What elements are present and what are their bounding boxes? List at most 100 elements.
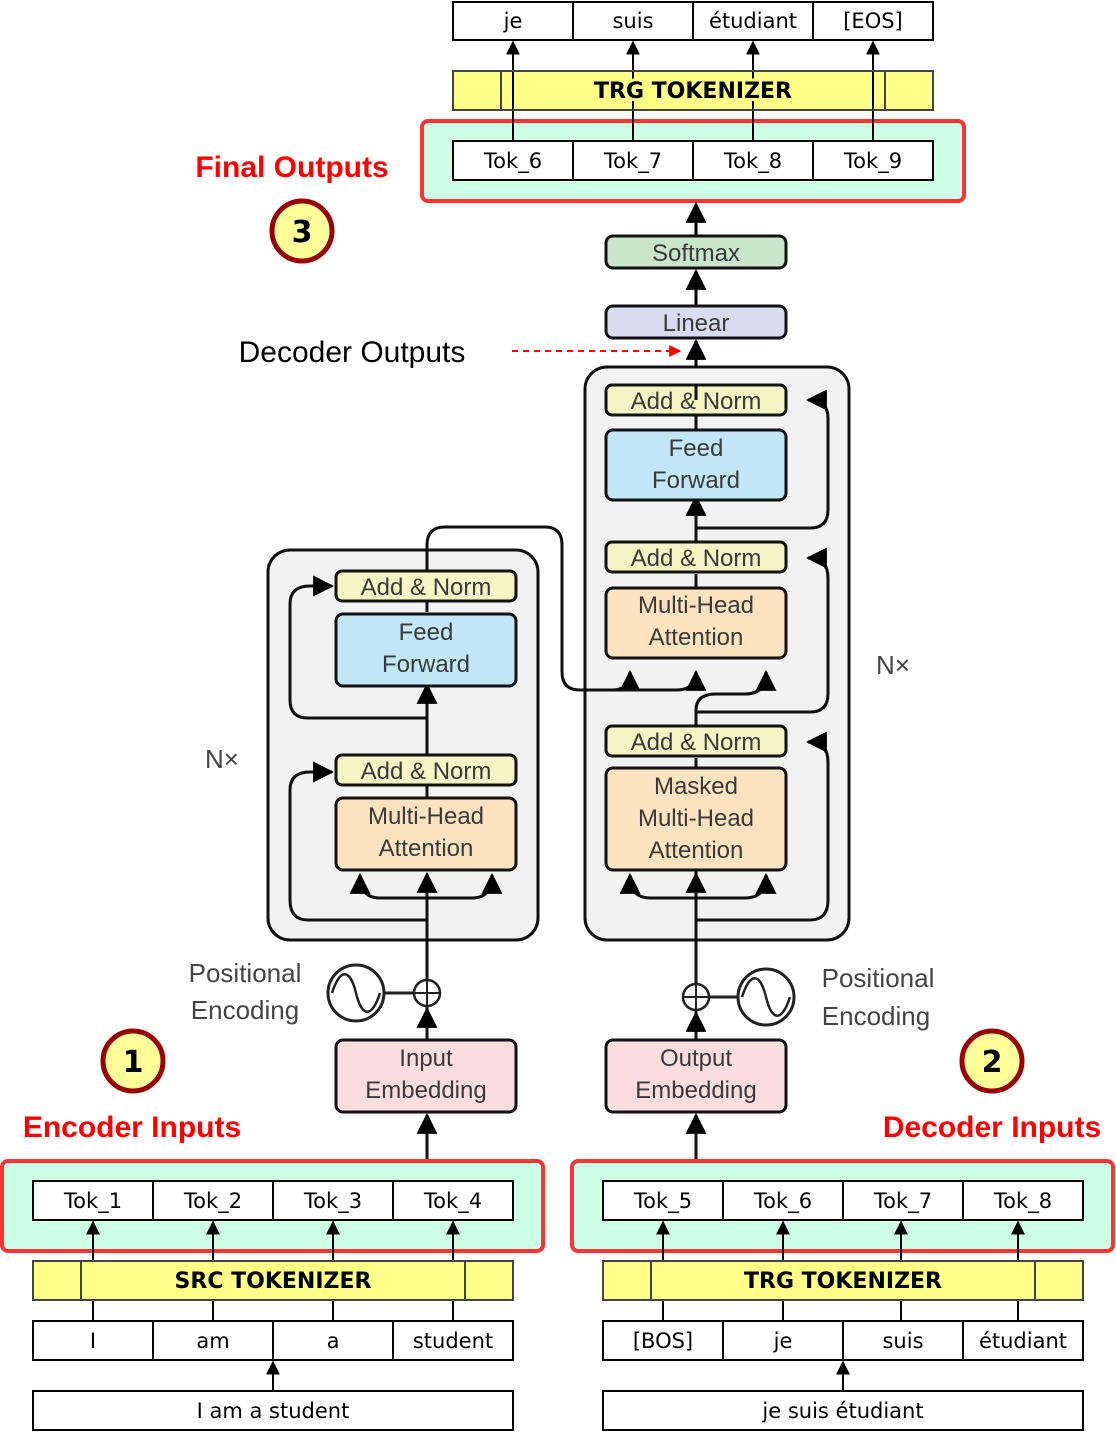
word-cell: I [90,1329,96,1353]
final-outputs-label: Final Outputs [195,151,388,184]
src-tokenizer: SRC TOKENIZER [32,1260,514,1301]
sine-wave-icon [326,963,386,1023]
cross-attention-label-line1: Multi-Head [638,592,754,619]
positional-label-line1: Positional [189,958,302,988]
encoder-words-row: I am a student [32,1320,514,1361]
token-cell: Tok_2 [183,1189,242,1214]
token-cell: Tok_3 [303,1189,362,1214]
encoder-positional-encoding: Positional Encoding [189,958,442,1025]
badge-1: 1 [100,1028,166,1094]
decoder-inputs-label: Decoder Inputs [883,1111,1101,1144]
positional-label-line2: Encoding [822,1001,930,1031]
token-cell: Tok_1 [63,1189,122,1214]
attention-label-line1: Multi-Head [368,803,484,830]
input-embedding-line2: Embedding [365,1077,486,1104]
encoder-sentence: I am a student [32,1390,514,1431]
badge-number: 3 [292,215,313,250]
token-cell: Tok_9 [843,149,902,174]
decoder-cross-attention: Multi-Head Attention [604,586,788,660]
softmax-block: Softmax [604,234,788,270]
badge-3: 3 [269,198,335,264]
add-norm-label: Add & Norm [631,545,762,572]
add-circle-icon [681,982,711,1012]
sine-wave-icon [736,967,796,1027]
output-embedding-line1: Output [660,1045,732,1072]
final-token-arrows [506,40,880,141]
token-cell: Tok_6 [483,149,542,174]
encoder-repeat-label: N× [205,744,239,774]
word-cell: [BOS] [633,1329,693,1353]
encoder-add-norm-top: Add & Norm [334,569,518,603]
sentence-text: je suis étudiant [761,1399,923,1423]
feed-forward-label-line1: Feed [399,619,454,646]
masked-attention-label-line1: Masked [654,773,738,800]
cross-attention-label-line2: Attention [649,624,744,651]
tokenizer-label-overlay: TRG TOKENIZER [594,79,792,104]
trg-tokenizer: TRG TOKENIZER [602,1260,1084,1301]
encoder-add-norm-bottom: Add & Norm [334,753,518,787]
input-embedding-line1: Input [399,1045,453,1072]
output-word: suis [612,9,653,33]
token-cell: Tok_8 [993,1189,1052,1214]
badge-number: 2 [982,1045,1003,1080]
attention-label-line2: Attention [379,835,474,862]
decoder-feed-forward: Feed Forward [604,428,788,502]
encoder-inputs-label: Encoder Inputs [23,1111,241,1144]
positional-label-line1: Positional [822,963,935,993]
add-circle-icon [412,978,442,1008]
word-cell: student [413,1329,493,1353]
decoder-tokens-row: Tok_5 Tok_6 Tok_7 Tok_8 [602,1180,1084,1221]
encoder-connections [288,385,707,1040]
linear-block: Linear [604,304,788,340]
masked-attention-label-line3: Attention [649,837,744,864]
tokenizer-label: TRG TOKENIZER [744,1269,942,1294]
input-embedding: Input Embedding [334,1038,518,1114]
decoder-add-norm-mid: Add & Norm [604,540,788,574]
decoder-add-norm-bottom: Add & Norm [604,724,788,758]
add-norm-label: Add & Norm [361,574,492,601]
decoder-masked-attention: Masked Multi-Head Attention [604,766,788,872]
add-norm-label: Add & Norm [361,758,492,785]
word-cell: étudiant [979,1329,1067,1353]
badge-number: 1 [123,1045,144,1080]
feed-forward-label-line1: Feed [669,435,724,462]
output-word: je [503,9,523,33]
token-cell: Tok_4 [423,1189,482,1214]
token-cell: Tok_7 [873,1189,932,1214]
token-cell: Tok_7 [603,149,662,174]
output-word: étudiant [709,9,797,33]
token-cell: Tok_5 [633,1189,692,1214]
feed-forward-label-line2: Forward [652,467,740,494]
output-word: [EOS] [843,9,903,33]
word-cell: je [773,1329,793,1353]
decoder-sentence: je suis étudiant [602,1390,1084,1431]
word-cell: a [327,1329,340,1353]
tokenizer-label: TRG TOKENIZER [594,79,792,104]
output-embedding: Output Embedding [604,1038,788,1114]
encoder-stack [266,548,540,942]
masked-attention-label-line2: Multi-Head [638,805,754,832]
encoder-attention: Multi-Head Attention [334,796,518,872]
token-cell: Tok_8 [723,149,782,174]
word-cell: am [196,1329,229,1353]
encoder-tokens-row: Tok_1 Tok_2 Tok_3 Tok_4 [32,1180,514,1221]
add-norm-label: Add & Norm [631,729,762,756]
decoder-words-row: [BOS] je suis étudiant [602,1320,1084,1361]
encoder-feed-forward: Feed Forward [334,612,518,688]
decoder-positional-encoding: Positional Encoding [681,963,935,1031]
positional-label-line2: Encoding [191,995,299,1025]
final-tokens-row: Tok_6 Tok_7 Tok_8 Tok_9 [452,140,934,181]
output-embedding-line2: Embedding [635,1077,756,1104]
final-output-words-row: je suis étudiant [EOS] [452,1,934,41]
decoder-repeat-label: N× [876,650,910,680]
token-cell: Tok_6 [753,1189,812,1214]
word-cell: suis [882,1329,923,1353]
tokenizer-label: SRC TOKENIZER [175,1269,372,1294]
badge-2: 2 [959,1028,1025,1094]
softmax-label: Softmax [652,240,740,267]
sentence-text: I am a student [197,1399,350,1423]
linear-label: Linear [663,310,730,337]
feed-forward-label-line2: Forward [382,651,470,678]
